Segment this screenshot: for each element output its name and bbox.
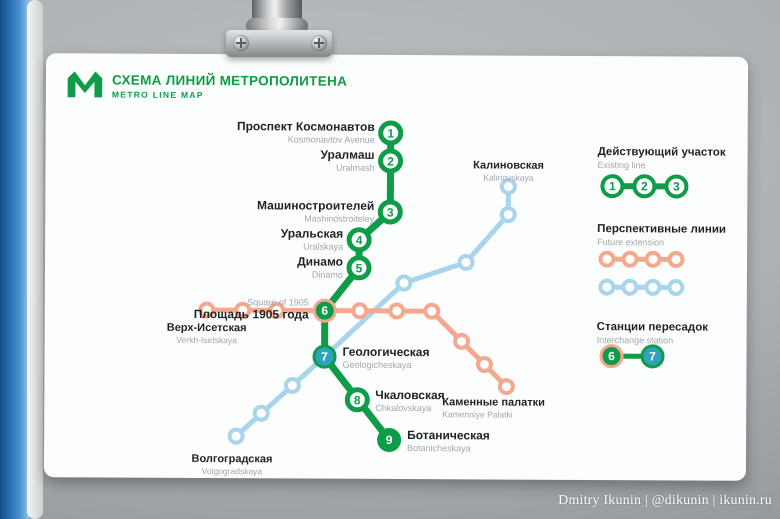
metro-map-placard: СХЕМА ЛИНИЙ МЕТРОПОЛИТЕНА METRO LINE MAP…: [43, 53, 749, 481]
station-circle-ploshchad-1905: 6: [312, 298, 337, 323]
legend-existing-title: Действующий участок Existing line: [597, 146, 726, 171]
station-label-botanicheskaya: Ботаническая Botanicheskaya: [407, 428, 490, 454]
station-circle-chkalovskaya: 8: [344, 387, 370, 413]
station-circle-uralmash: 2: [377, 148, 404, 174]
station-number: 5: [355, 260, 363, 275]
station-circle-geologicheskaya: 7: [312, 344, 337, 369]
legend-future-circle: [667, 278, 685, 297]
legend-future-circle: [667, 250, 685, 269]
future-station-circle: [351, 302, 369, 320]
station-label-mashinostroiteley: Машиностроителей Mashinostroiteley: [257, 198, 375, 224]
future-station-circle: [227, 427, 245, 445]
future-station-circle: [283, 376, 301, 395]
station-number: 9: [385, 432, 393, 447]
legend-future-circle: [598, 250, 616, 268]
station-number: 7: [321, 349, 328, 364]
metro-logo-icon: [67, 71, 103, 98]
future-station-circle: [252, 404, 270, 422]
future-station-circle: [388, 302, 406, 320]
station-label-geologicheskaya: Геологическая Geologicheskaya: [342, 344, 430, 370]
train-wall-white-trim: [27, 0, 43, 519]
photo-watermark: Dmitry Ikunin | @dikunin | ikunin.ru: [558, 493, 772, 508]
station-number: 3: [386, 204, 394, 219]
future-station-circle: [497, 378, 515, 396]
legend-future-circle: [598, 278, 616, 296]
station-label-uralmash: Уралмаш Uralmash: [320, 147, 375, 173]
future-station-circle: [423, 302, 441, 320]
station-circle-dinamo: 5: [346, 255, 372, 281]
train-wall-blue-panel: [0, 0, 29, 519]
station-number: 8: [353, 392, 361, 407]
future-station-circle: [475, 355, 494, 374]
legend-future-circle: [644, 250, 662, 268]
station-label-dinamo: Динамо Dinamo: [297, 254, 344, 280]
station-number: 6: [321, 303, 329, 318]
station-label-volgogradskaya: Волгоградская Volgogradskaya: [191, 452, 273, 476]
station-label-uralskaya: Уральская Uralskaya: [280, 226, 344, 252]
legend-future-circle: [621, 250, 639, 268]
future-station-circle: [457, 253, 475, 271]
future-station-circle: [395, 274, 413, 292]
station-number: 4: [355, 232, 363, 247]
future-station-circle: [499, 206, 517, 224]
legend-future-title: Перспективные линии Future extension: [597, 223, 727, 248]
legend-station-circle: 2: [632, 174, 657, 199]
station-circle-prospekt-kosmonavtov: 1: [378, 120, 404, 146]
station-circle-mashinostroiteley: 3: [377, 199, 403, 225]
legend-future-circle: [621, 278, 639, 296]
future-station-circle: [453, 332, 471, 350]
station-label-verkh-isetskaya: Верх-Исетская Verkh-Isetskaya: [166, 321, 247, 345]
station-circle-uralskaya: 4: [346, 227, 372, 253]
station-label-ploshchad-1905: Square of 1905 Площадь 1905 года: [193, 297, 309, 322]
legend-interchange-circle-6: 6: [599, 344, 624, 369]
legend-interchange-title: Станции пересадок Interchange station: [596, 321, 709, 346]
station-number: 2: [387, 153, 394, 168]
station-number: 1: [387, 125, 395, 140]
legend-station-circle: 1: [600, 174, 625, 199]
station-label-kamenniye-palatki: Каменные палатки Kamenniye Palatki: [442, 396, 545, 420]
station-label-kalinovskaya: Калиновская Kalinovskaya: [473, 159, 544, 183]
screw-icon: [311, 35, 327, 51]
station-label-chkalovskaya: Чкаловская Chkalovskaya: [375, 387, 445, 413]
legend-interchange-circle-7: 7: [640, 344, 665, 369]
map-canvas: [204, 129, 511, 444]
station-label-prospekt-kosmonavtov: Проспект Космонавтов Kosmonavtov Avenue: [236, 119, 375, 145]
legend-station-circle: 3: [664, 174, 689, 199]
screw-icon: [233, 35, 249, 51]
legend-future-circle: [644, 278, 662, 296]
station-circle-botanicheskaya: 9: [377, 427, 402, 453]
